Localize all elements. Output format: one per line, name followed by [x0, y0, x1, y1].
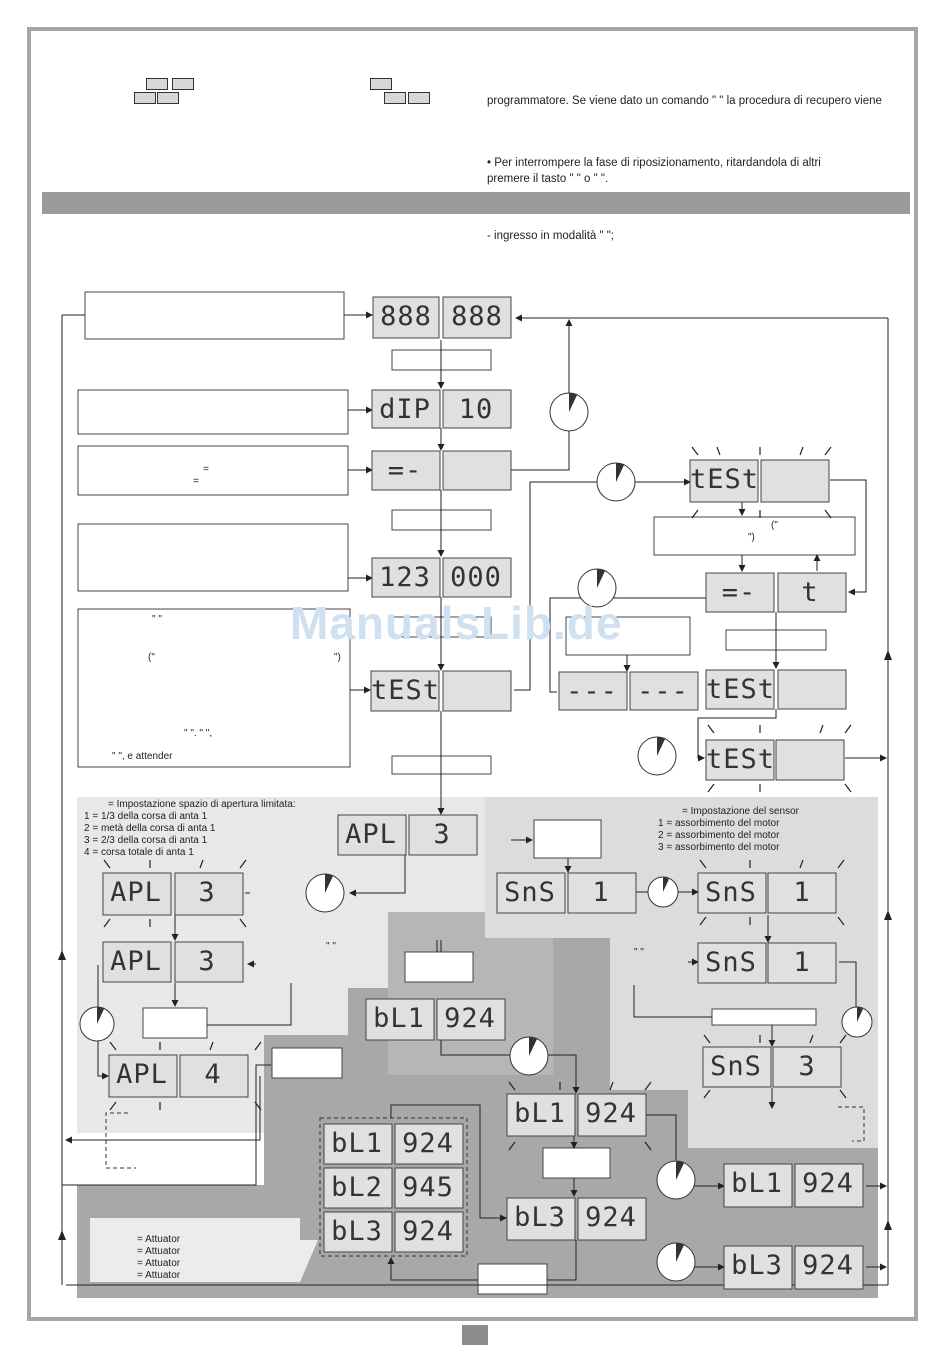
- entry-mode-text: - ingresso in modalità " ";: [487, 230, 615, 242]
- lcd-right-digits: 3: [433, 819, 451, 850]
- apl-legend-item: 1 = 1/3 della corsa di anta 1: [84, 811, 208, 822]
- lcd-left-digits: bL1: [731, 1168, 783, 1199]
- lcd-right-digits: 3: [198, 946, 216, 977]
- lcd-left-digits: bL1: [331, 1128, 383, 1159]
- header-bullet-interrupt: • Per interrompere la fase di riposizion…: [487, 157, 821, 169]
- apl-legend-item: 3 = 2/3 della corsa di anta 1: [84, 835, 208, 846]
- lcd-right-digits: 1: [793, 947, 811, 978]
- lcd-right-digits: 1: [793, 877, 811, 908]
- lcd-displays: [102, 296, 864, 1290]
- lcd-right-digits: 924: [585, 1098, 637, 1129]
- lcd-right-digits: 000: [450, 562, 502, 593]
- apl-legend-title: = Impostazione spazio di apertura limita…: [108, 799, 296, 810]
- actuator-item: = Attuator: [137, 1270, 181, 1281]
- lcd-icon: [146, 78, 168, 90]
- timer-sectors: [97, 393, 863, 1262]
- lcd-left-digits: tESt: [690, 464, 760, 495]
- rail-arrows: [58, 650, 892, 1240]
- lcd-left-digits: APL: [110, 877, 162, 908]
- actuator-item: = Attuator: [137, 1246, 181, 1257]
- selection-group: [319, 1117, 468, 1257]
- lcd-right-digits: t: [801, 577, 819, 608]
- lcd-icon: [134, 92, 156, 104]
- lcd-left-digits: SnS: [705, 947, 757, 978]
- note-eq: =: [203, 464, 209, 475]
- lcd-left-digits: 888: [380, 301, 432, 332]
- lcd-left-digits: =-: [721, 577, 757, 608]
- lcd-right-digits: 924: [444, 1003, 496, 1034]
- lcd-right-digits: 3: [198, 877, 216, 908]
- lcd-right-digits: 888: [451, 301, 503, 332]
- lcd-left-digits: tESt: [706, 744, 776, 775]
- lcd-icon: [384, 92, 406, 104]
- blink-rays: [103, 446, 852, 1151]
- page-footer-tab: [462, 1325, 488, 1345]
- description-boxes: [77, 291, 856, 1295]
- lcd-left-digits: bL2: [331, 1172, 383, 1203]
- page-frame: [27, 27, 918, 1321]
- lcd-left-digits: APL: [345, 819, 397, 850]
- lcd-right-digits: 4: [204, 1059, 222, 1090]
- lcd-left-digits: SnS: [705, 877, 757, 908]
- watermark: ManualsLib.de: [290, 597, 623, 649]
- flow-lines: [61, 311, 889, 1286]
- lcd-left-digits: APL: [110, 946, 162, 977]
- note-quote: "): [334, 652, 341, 663]
- lcd-right-digits: 924: [402, 1216, 454, 1247]
- note-quote: "): [748, 532, 755, 543]
- lcd-icon: [370, 78, 392, 90]
- lcd-right-digits: 1: [592, 877, 610, 908]
- sns-legend-item: 3 = assorbimento del motor: [658, 842, 780, 853]
- note-quote: " ". " ",: [184, 728, 213, 739]
- lcd-left-digits: ---: [566, 676, 618, 707]
- lcd-right-digits: 3: [798, 1051, 816, 1082]
- actuator-item: = Attuator: [137, 1234, 181, 1245]
- note-quote: (": [771, 520, 778, 531]
- apl-legend-item: 2 = metà della corsa di anta 1: [84, 823, 216, 834]
- section-banner: [42, 192, 910, 214]
- note-eq: =: [193, 476, 199, 487]
- header-press-key: premere il tasto " " o " ".: [487, 173, 609, 185]
- note-wait: " ", e attender: [112, 751, 173, 762]
- lcd-right-digits: 924: [802, 1250, 854, 1281]
- lcd-left-digits: bL3: [514, 1202, 566, 1233]
- lcd-right-digits: ---: [637, 676, 689, 707]
- note-quote: " ": [326, 941, 336, 952]
- lcd-right-digits: 924: [402, 1128, 454, 1159]
- lcd-left-digits: 123: [379, 562, 431, 593]
- lcd-left-digits: bL3: [331, 1216, 383, 1247]
- note-quote: " ": [152, 614, 162, 625]
- lcd-left-digits: bL3: [731, 1250, 783, 1281]
- lcd-right-digits: 945: [402, 1172, 454, 1203]
- lcd-left-digits: SnS: [710, 1051, 762, 1082]
- lcd-left-digits: SnS: [504, 877, 556, 908]
- sns-legend-item: 1 = assorbimento del motor: [658, 818, 780, 829]
- sns-legend-item: 2 = assorbimento del motor: [658, 830, 780, 841]
- apl-legend-item: 4 = corsa totale di anta 1: [84, 847, 194, 858]
- lcd-icon: [172, 78, 194, 90]
- lcd-left-digits: tESt: [706, 674, 776, 705]
- lcd-right-digits: 924: [802, 1168, 854, 1199]
- lcd-left-digits: =-: [387, 455, 423, 486]
- lcd-icon: [408, 92, 430, 104]
- lcd-left-digits: dIP: [379, 394, 431, 425]
- lcd-icon: [157, 92, 179, 104]
- lcd-right-digits: 10: [458, 394, 494, 425]
- header-text-programmer: programmatore. Se viene dato un comando …: [487, 95, 882, 107]
- lcd-left-digits: bL1: [373, 1003, 425, 1034]
- sns-legend-title: = Impostazione del sensor: [682, 806, 800, 817]
- note-quote: " ": [634, 947, 644, 958]
- note-quote: (": [148, 652, 155, 663]
- lcd-right-digits: 924: [585, 1202, 637, 1233]
- lcd-left-digits: tESt: [371, 675, 441, 706]
- lcd-left-digits: APL: [116, 1059, 168, 1090]
- actuator-item: = Attuator: [137, 1258, 181, 1269]
- lcd-left-digits: bL1: [514, 1098, 566, 1129]
